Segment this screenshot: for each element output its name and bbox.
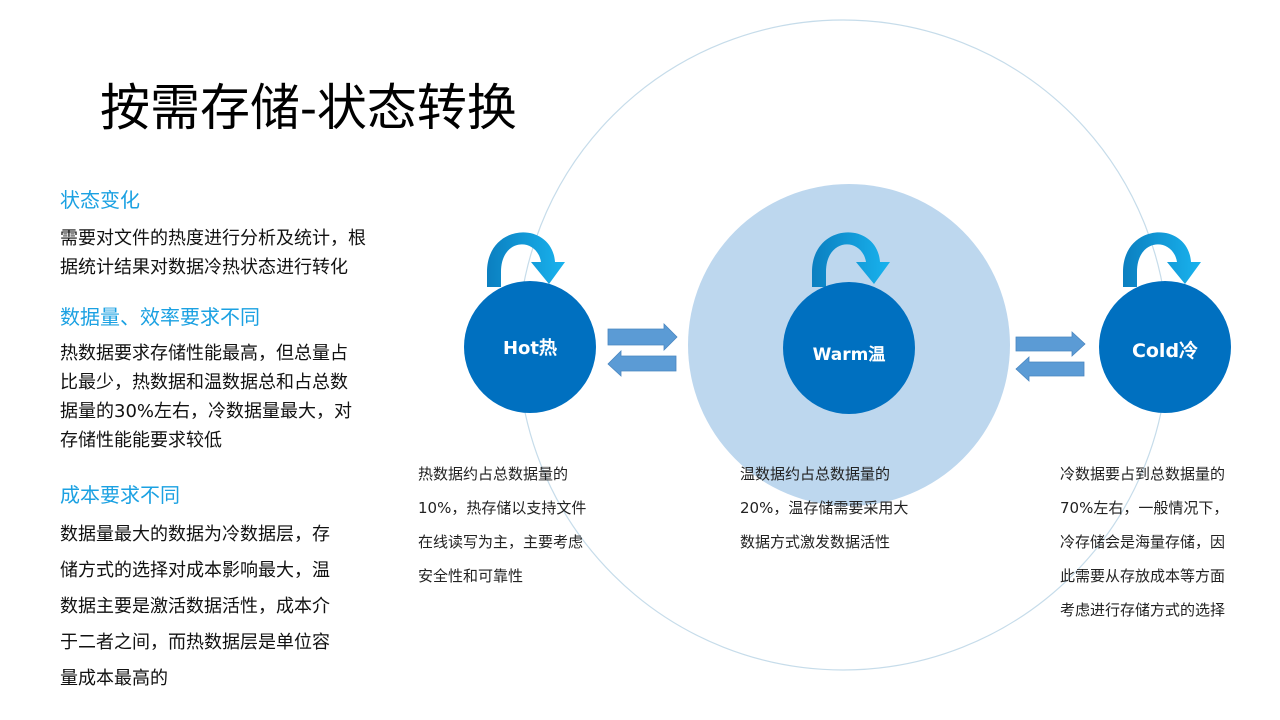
text-line: 比最少，热数据和温数据总和占总数 (60, 372, 348, 393)
warm-note: 温数据约占总数据量的 20%，温存储需要采用大 数据方式激发数据活性 (740, 457, 908, 559)
cycle-arrow-icon (487, 232, 565, 287)
arrow-right-icon (607, 323, 678, 351)
hot-note: 热数据约占总数据量的 10%，热存储以支持文件 在线读写为主，主要考虑 安全性和… (418, 457, 586, 593)
section-body: 需要对文件的热度进行分析及统计，根 据统计结果对数据冷热状态进行转化 (60, 224, 366, 282)
text-line: 存储性能能要求较低 (60, 430, 222, 451)
text-line: 热数据要求存储性能最高，但总量占 (60, 343, 348, 364)
hot-node (464, 281, 596, 413)
cold-node (1099, 281, 1231, 413)
cycle-arrow-icon (812, 232, 890, 287)
text-line: 安全性和可靠性 (418, 567, 524, 585)
warm-node (783, 282, 915, 414)
text-line: 量成本最高的 (60, 668, 168, 689)
arrow-right-icon (1015, 331, 1086, 357)
text-line: 据统计结果对数据冷热状态进行转化 (60, 257, 348, 278)
text-line: 20%，温存储需要采用大 (740, 499, 909, 517)
text-line: 数据主要是激活数据活性，成本介 (60, 596, 330, 617)
cycle-arrow-icon (1123, 232, 1201, 287)
section-heading: 数据量、效率要求不同 (60, 305, 260, 329)
section-body: 热数据要求存储性能最高，但总量占 比最少，热数据和温数据总和占总数 据量的30%… (60, 339, 352, 455)
text-line: 10%，热存储以支持文件 (418, 499, 587, 517)
text-line: 温数据约占总数据量的 (740, 465, 891, 483)
text-line: 冷存储会是海量存储，因 (1060, 533, 1226, 551)
text-line: 考虑进行存储方式的选择 (1060, 601, 1226, 619)
section-heading: 成本要求不同 (60, 483, 180, 507)
cold-label: Cold冷 (1131, 340, 1199, 362)
text-line: 据量的30%左右，冷数据量最大，对 (60, 401, 353, 422)
text-line: 在线读写为主，主要考虑 (418, 533, 584, 551)
hot-label: Hot热 (502, 338, 558, 359)
arrow-left-icon (607, 350, 677, 377)
text-line: 于二者之间，而热数据层是单位容 (60, 632, 330, 653)
section-body: 数据量最大的数据为冷数据层，存 储方式的选择对成本影响最大，温 数据主要是激活数… (60, 517, 330, 697)
text-line: 数据量最大的数据为冷数据层，存 (60, 524, 330, 545)
section-heading: 状态变化 (60, 188, 140, 212)
text-line: 热数据约占总数据量的 (418, 465, 569, 483)
text-line: 数据方式激发数据活性 (740, 533, 891, 551)
text-line: 冷数据要占到总数据量的 (1060, 465, 1226, 483)
warm-label: Warm温 (812, 345, 886, 365)
arrow-left-icon (1015, 356, 1085, 382)
text-line: 储方式的选择对成本影响最大，温 (60, 560, 330, 581)
page-title: 按需存储-状态转换 (100, 79, 517, 137)
cold-note: 冷数据要占到总数据量的 70%左右，一般情况下， 冷存储会是海量存储，因 此需要… (1060, 457, 1228, 627)
text-line: 此需要从存放成本等方面 (1060, 567, 1226, 585)
text-line: 70%左右，一般情况下， (1060, 499, 1229, 517)
text-line: 需要对文件的热度进行分析及统计，根 (60, 228, 366, 249)
